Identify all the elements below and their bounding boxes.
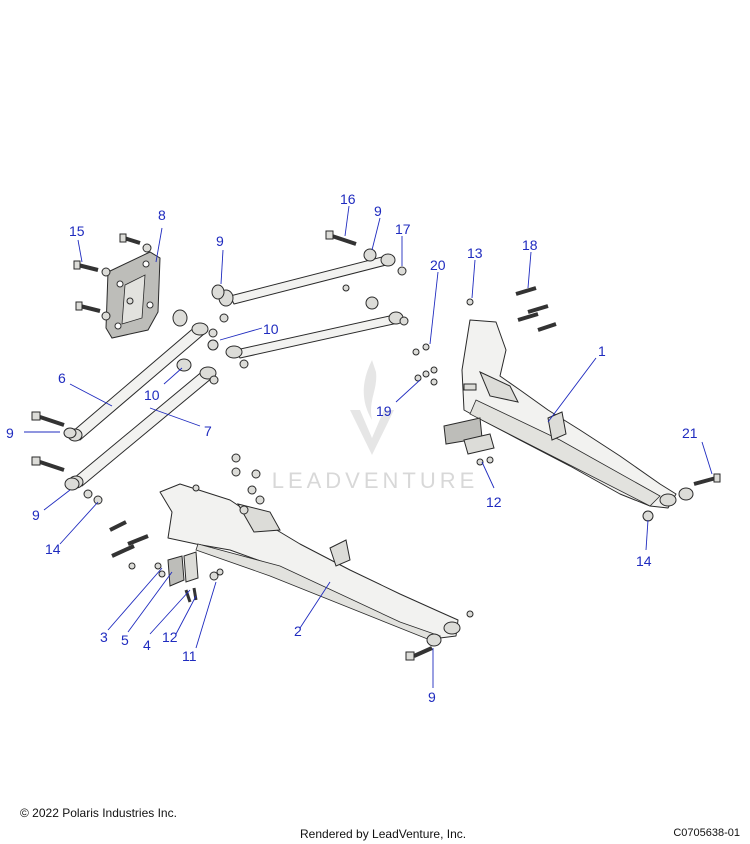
nut[interactable] — [209, 375, 219, 385]
nut-11[interactable] — [209, 571, 219, 581]
callout-21: 21 — [682, 425, 698, 441]
bushing-9-lower[interactable] — [426, 633, 442, 647]
washer-20[interactable] — [422, 343, 430, 351]
bolt-lower[interactable] — [75, 301, 111, 321]
control-link-lower[interactable] — [225, 296, 404, 359]
nut[interactable] — [219, 313, 229, 323]
washer[interactable] — [422, 370, 430, 378]
callout-1: 1 — [598, 343, 606, 359]
callout-9-a: 9 — [216, 233, 224, 249]
callout-13: 13 — [467, 245, 483, 261]
callout-9-c: 9 — [32, 507, 40, 523]
callout-14-a: 14 — [45, 541, 61, 557]
nut[interactable] — [342, 284, 350, 292]
callout-5: 5 — [121, 632, 129, 648]
callout-3: 3 — [100, 629, 108, 645]
callout-10-a: 10 — [263, 321, 279, 337]
diagram-code: C0705638-01 — [673, 827, 740, 839]
control-link-upper[interactable] — [218, 248, 396, 307]
leader-lines — [24, 205, 713, 688]
copyright-text: © 2022 Polaris Industries Inc. — [20, 806, 177, 820]
washer[interactable] — [430, 378, 438, 386]
washer[interactable] — [430, 366, 438, 374]
nut[interactable] — [399, 316, 409, 326]
callout-4: 4 — [143, 637, 151, 653]
bracket-3-5[interactable] — [154, 551, 199, 587]
bushing-9-upper[interactable] — [211, 284, 225, 300]
nut[interactable] — [216, 568, 224, 576]
callout-8: 8 — [158, 207, 166, 223]
callout-9-e: 9 — [428, 689, 436, 705]
watermark-text: LEADVENTURE — [272, 468, 479, 493]
bracket-plate-8[interactable] — [105, 251, 161, 339]
callout-15: 15 — [69, 223, 85, 239]
bolt-9-left-upper[interactable] — [31, 411, 77, 439]
callout-12-a: 12 — [162, 629, 178, 645]
trailing-arm-2[interactable] — [159, 483, 461, 641]
bolt-upper[interactable] — [119, 233, 152, 253]
callout-14-b: 14 — [636, 553, 652, 569]
callout-10-b: 10 — [144, 387, 160, 403]
callout-2: 2 — [294, 623, 302, 639]
washer[interactable] — [412, 348, 420, 356]
nut-17[interactable] — [397, 266, 407, 276]
nut-14-right[interactable] — [642, 510, 654, 522]
callout-9-b: 9 — [6, 425, 14, 441]
rendered-by-text: Rendered by LeadVenture, Inc. — [300, 827, 467, 841]
leadventure-watermark: LEADVENTURE — [272, 360, 479, 493]
nut[interactable] — [239, 359, 249, 369]
callout-16: 16 — [340, 191, 356, 207]
callout-labels: 1 2 3 4 5 6 7 8 9 10 11 12 13 14 15 16 1… — [6, 191, 698, 705]
hardware-cluster[interactable] — [192, 453, 265, 515]
bolts-18[interactable] — [515, 286, 557, 332]
bolt-16[interactable] — [325, 230, 357, 246]
callout-18: 18 — [522, 237, 538, 253]
bolt-15[interactable] — [73, 260, 111, 277]
washer-19[interactable] — [414, 374, 422, 382]
bushing[interactable] — [678, 487, 694, 501]
bracket-12-right[interactable] — [443, 417, 495, 466]
callout-12-b: 12 — [486, 494, 502, 510]
callout-11: 11 — [182, 648, 197, 664]
bolts-lower-left[interactable] — [109, 520, 149, 570]
trailing-arm-1[interactable] — [461, 319, 677, 509]
callout-7: 7 — [204, 423, 212, 439]
callout-19: 19 — [376, 403, 392, 419]
callout-17: 17 — [395, 221, 411, 237]
bolt-9-left-lower[interactable] — [31, 456, 103, 505]
nut[interactable] — [126, 297, 134, 305]
bushing-10[interactable] — [207, 339, 219, 351]
callout-20: 20 — [430, 257, 446, 273]
bolt-21[interactable] — [693, 473, 721, 486]
bolt-12-left[interactable] — [184, 587, 198, 603]
bushing-10b[interactable] — [208, 328, 218, 338]
bolt-9-bottom[interactable] — [405, 646, 433, 661]
callout-9-d: 9 — [374, 203, 382, 219]
nut[interactable] — [466, 610, 474, 618]
nut-13[interactable] — [466, 298, 474, 306]
callout-6: 6 — [58, 370, 66, 386]
